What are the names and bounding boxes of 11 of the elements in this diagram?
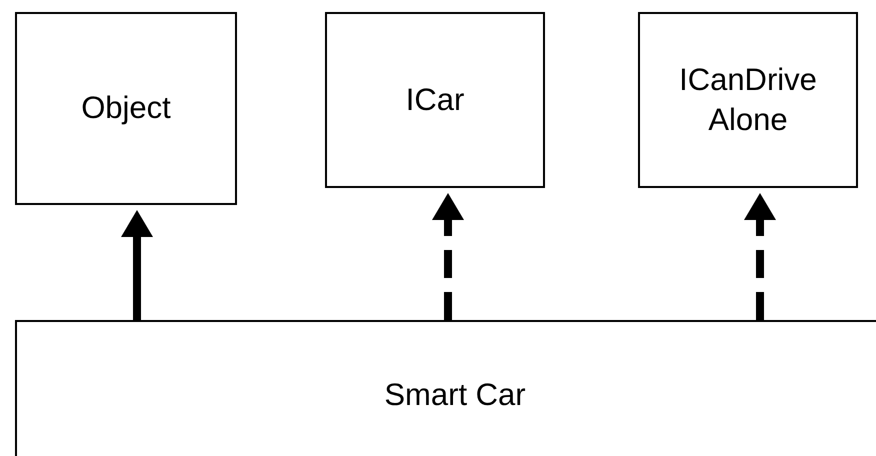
class-name: Object	[80, 89, 172, 128]
class-name: ICar	[404, 80, 466, 119]
class-box	[325, 12, 545, 188]
class-box	[638, 12, 858, 188]
arrow	[121, 210, 153, 320]
class-name: ICanDrive Alone	[678, 60, 818, 139]
arrow	[744, 193, 776, 320]
class-box	[15, 320, 876, 456]
class-name: Smart Car	[383, 376, 527, 414]
class-box	[15, 12, 237, 205]
arrow	[432, 193, 464, 320]
